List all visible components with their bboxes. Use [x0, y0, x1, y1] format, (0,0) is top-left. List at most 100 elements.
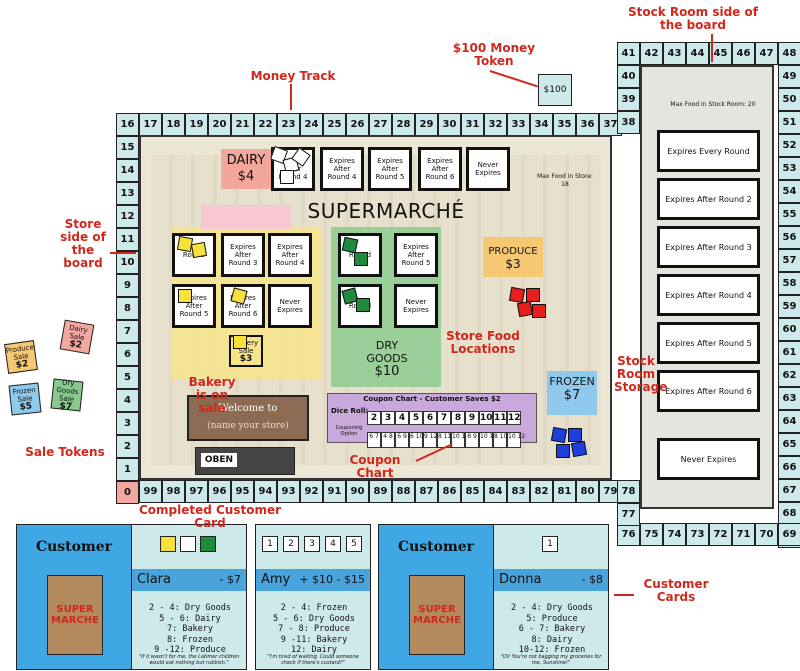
- track-space-52[interactable]: 52: [778, 134, 800, 157]
- track-space-20[interactable]: 20: [208, 113, 231, 136]
- drygoods-never-card[interactable]: Never Expires: [394, 284, 438, 328]
- track-space-85[interactable]: 85: [461, 480, 484, 503]
- track-space-34[interactable]: 34: [530, 113, 553, 136]
- track-space-59[interactable]: 59: [778, 295, 800, 318]
- track-space-44[interactable]: 44: [686, 42, 709, 65]
- track-space-92[interactable]: 92: [300, 480, 323, 503]
- track-space-46[interactable]: 46: [732, 42, 755, 65]
- track-space-97[interactable]: 97: [185, 480, 208, 503]
- track-space-1[interactable]: 1: [116, 458, 139, 481]
- stock-room-slot[interactable]: Expires Every Round: [657, 130, 760, 172]
- dairy-expire-card-r5[interactable]: Expires After Round 5: [368, 147, 412, 191]
- sale-token[interactable]: Dry Goods Sale$7: [50, 378, 84, 413]
- track-space-71[interactable]: 71: [732, 523, 755, 546]
- track-space-99[interactable]: 99: [139, 480, 162, 503]
- track-space-18[interactable]: 18: [162, 113, 185, 136]
- frozen-cube[interactable]: [568, 428, 582, 442]
- track-space-90[interactable]: 90: [346, 480, 369, 503]
- track-space-67[interactable]: 67: [778, 479, 800, 502]
- track-space-74[interactable]: 74: [663, 523, 686, 546]
- track-space-3[interactable]: 3: [116, 412, 139, 435]
- produce-cube[interactable]: [526, 288, 540, 302]
- track-space-51[interactable]: 51: [778, 111, 800, 134]
- track-space-5[interactable]: 5: [116, 366, 139, 389]
- track-space-89[interactable]: 89: [369, 480, 392, 503]
- stock-room-slot[interactable]: Expires After Round 6: [657, 370, 760, 412]
- track-space-26[interactable]: 26: [346, 113, 369, 136]
- stock-room-slot[interactable]: Never Expires: [657, 438, 760, 480]
- track-space-21[interactable]: 21: [231, 113, 254, 136]
- dairy-never-card[interactable]: Never Expires: [466, 147, 510, 191]
- track-space-27[interactable]: 27: [369, 113, 392, 136]
- track-space-68[interactable]: 68: [778, 502, 800, 525]
- drygoods-cube[interactable]: [354, 252, 368, 266]
- track-space-57[interactable]: 57: [778, 249, 800, 272]
- track-space-41[interactable]: 41: [617, 42, 640, 65]
- track-space-43[interactable]: 43: [663, 42, 686, 65]
- dairy-expire-card-r4b[interactable]: Expires After Round 4: [320, 147, 364, 191]
- track-space-4[interactable]: 4: [116, 389, 139, 412]
- track-space-81[interactable]: 81: [553, 480, 576, 503]
- track-space-40[interactable]: 40: [617, 65, 640, 88]
- drygoods-cube[interactable]: [356, 298, 370, 312]
- track-space-19[interactable]: 19: [185, 113, 208, 136]
- bakery-cube[interactable]: [178, 289, 192, 303]
- track-space-32[interactable]: 32: [484, 113, 507, 136]
- track-space-47[interactable]: 47: [755, 42, 778, 65]
- track-space-8[interactable]: 8: [116, 297, 139, 320]
- track-space-36[interactable]: 36: [576, 113, 599, 136]
- track-space-78[interactable]: 78: [617, 480, 640, 503]
- track-space-77[interactable]: 77: [617, 503, 640, 526]
- stock-room-slot[interactable]: Expires After Round 4: [657, 274, 760, 316]
- produce-cube[interactable]: [532, 304, 546, 318]
- track-space-98[interactable]: 98: [162, 480, 185, 503]
- track-space-13[interactable]: 13: [116, 182, 139, 205]
- stock-room-slot[interactable]: Expires After Round 3: [657, 226, 760, 268]
- track-space-73[interactable]: 73: [686, 523, 709, 546]
- track-space-16[interactable]: 16: [116, 113, 139, 136]
- track-space-49[interactable]: 49: [778, 65, 800, 88]
- track-space-48[interactable]: 48: [778, 42, 800, 65]
- sale-token[interactable]: Dairy Sale$2: [59, 319, 95, 355]
- track-space-65[interactable]: 65: [778, 433, 800, 456]
- track-space-88[interactable]: 88: [392, 480, 415, 503]
- track-space-82[interactable]: 82: [530, 480, 553, 503]
- money-token[interactable]: $100: [538, 74, 572, 106]
- produce-cube[interactable]: [516, 300, 534, 318]
- track-space-10[interactable]: 10: [116, 251, 139, 274]
- track-space-38[interactable]: 38: [617, 111, 640, 134]
- track-space-15[interactable]: 15: [116, 136, 139, 159]
- track-space-29[interactable]: 29: [415, 113, 438, 136]
- track-space-94[interactable]: 94: [254, 480, 277, 503]
- sale-token[interactable]: Produce Sale$2: [4, 340, 38, 374]
- track-space-61[interactable]: 61: [778, 341, 800, 364]
- track-space-23[interactable]: 23: [277, 113, 300, 136]
- track-space-75[interactable]: 75: [640, 523, 663, 546]
- track-space-6[interactable]: 6: [116, 343, 139, 366]
- track-space-58[interactable]: 58: [778, 272, 800, 295]
- frozen-cube[interactable]: [556, 444, 570, 458]
- track-space-2[interactable]: 2: [116, 435, 139, 458]
- track-space-24[interactable]: 24: [300, 113, 323, 136]
- bakery-card-r4[interactable]: Expires After Round 4: [268, 233, 312, 277]
- dairy-expire-card-r6[interactable]: Expires After Round 6: [418, 147, 462, 191]
- track-space-96[interactable]: 96: [208, 480, 231, 503]
- track-space-87[interactable]: 87: [415, 480, 438, 503]
- track-space-14[interactable]: 14: [116, 159, 139, 182]
- track-space-54[interactable]: 54: [778, 180, 800, 203]
- track-space-91[interactable]: 91: [323, 480, 346, 503]
- frozen-cube[interactable]: [550, 426, 568, 444]
- drygoods-cube[interactable]: [341, 236, 359, 254]
- track-space-55[interactable]: 55: [778, 203, 800, 226]
- track-space-45[interactable]: 45: [709, 42, 732, 65]
- bakery-card-r3[interactable]: Expires After Round 3: [221, 233, 265, 277]
- track-space-64[interactable]: 64: [778, 410, 800, 433]
- stock-room-slot[interactable]: Expires After Round 5: [657, 322, 760, 364]
- track-space-86[interactable]: 86: [438, 480, 461, 503]
- track-space-9[interactable]: 9: [116, 274, 139, 297]
- bakery-cube[interactable]: [190, 241, 208, 259]
